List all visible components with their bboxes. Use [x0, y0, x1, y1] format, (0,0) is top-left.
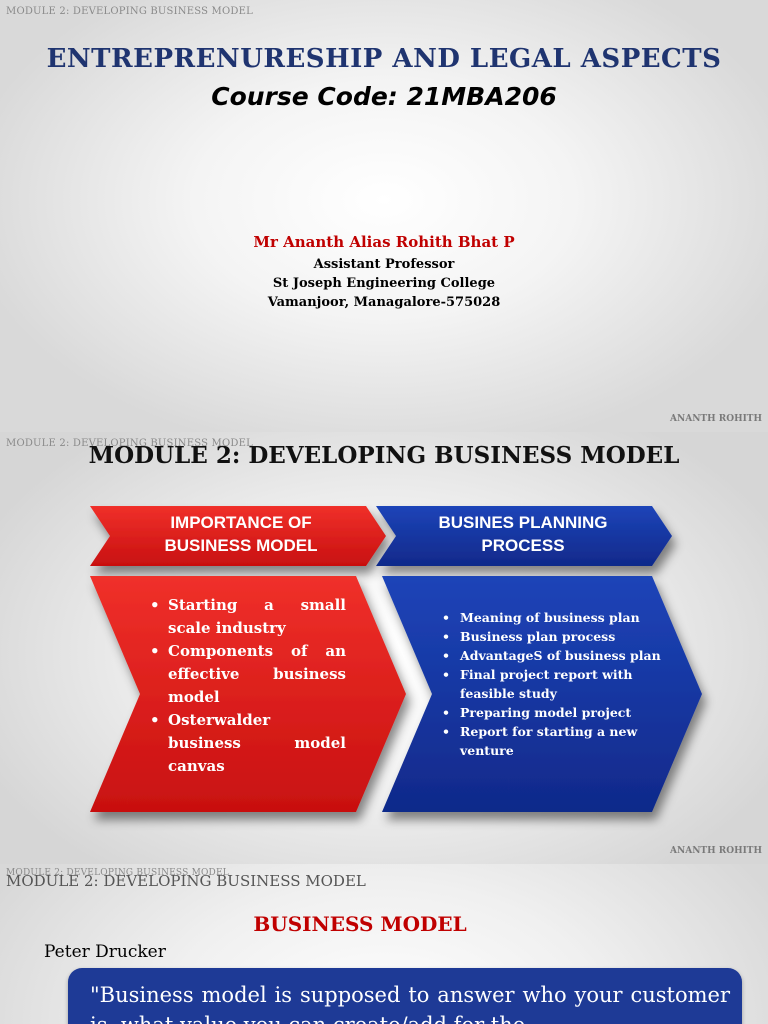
slide-header: MODULE 2: DEVELOPING BUSINESS MODEL	[6, 6, 253, 17]
planning-heading-line1: BUSINES PLANNING	[438, 513, 608, 532]
list-item: AdvantageS of business plan	[440, 646, 680, 665]
slide-footer: ANANTH ROHITH	[670, 414, 762, 424]
slide-business-model: MODULE 2: DEVELOPING BUSINESS MODEL MODU…	[0, 864, 768, 1024]
importance-heading-line2: BUSINESS MODEL	[164, 536, 318, 555]
importance-list: Starting a small scale industry Componen…	[148, 594, 346, 778]
red-header-chevron	[90, 506, 386, 566]
list-item: Final project report with feasible study	[440, 665, 680, 703]
importance-heading: IMPORTANCE OF BUSINESS MODEL	[120, 511, 362, 557]
list-item: Preparing model project	[440, 703, 680, 722]
course-title: ENTREPRENURESHIP AND LEGAL ASPECTS	[46, 44, 722, 74]
quote-text: "Business model is supposed to answer wh…	[90, 983, 730, 1024]
author-designation: Assistant Professor	[313, 257, 455, 272]
slide-footer: ANANTH ROHITH	[670, 846, 762, 856]
slide-header: MODULE 2: DEVELOPING BUSINESS MODEL	[6, 872, 366, 890]
quote-attribution: Peter Drucker	[44, 942, 166, 962]
list-item: Osterwalder business model canvas	[148, 709, 346, 778]
list-item: Components of an effective business mode…	[148, 640, 346, 709]
slide-header-small: MODULE 2: DEVELOPING BUSINESS MODEL	[6, 868, 229, 878]
author-name: Mr Ananth Alias Rohith Bhat P	[253, 233, 515, 251]
list-item: Starting a small scale industry	[148, 594, 346, 640]
slide-header: MODULE 2: DEVELOPING BUSINESS MODEL	[6, 438, 253, 449]
importance-heading-line1: IMPORTANCE OF	[170, 513, 312, 532]
author-address: Vamanjoor, Managalore-575028	[267, 295, 501, 310]
list-item: Meaning of business plan	[440, 608, 680, 627]
section-title: BUSINESS MODEL	[253, 912, 467, 936]
list-item: Business plan process	[440, 627, 680, 646]
list-item: Report for starting a new venture	[440, 722, 680, 760]
author-college: St Joseph Engineering College	[272, 276, 496, 291]
module-title: MODULE 2: DEVELOPING BUSINESS MODEL	[88, 442, 680, 469]
course-code: Course Code: 21MBA206	[211, 82, 557, 111]
blue-header-chevron	[376, 506, 672, 566]
planning-heading-line2: PROCESS	[481, 536, 565, 555]
planning-list: Meaning of business plan Business plan p…	[440, 608, 680, 760]
slide-module-overview: MODULE 2: DEVELOPING BUSINESS MODEL MODU…	[0, 432, 768, 864]
planning-heading: BUSINES PLANNING PROCESS	[404, 511, 642, 557]
quote-box: "Business model is supposed to answer wh…	[68, 968, 742, 1024]
slide-title: MODULE 2: DEVELOPING BUSINESS MODEL ENTR…	[0, 0, 768, 432]
